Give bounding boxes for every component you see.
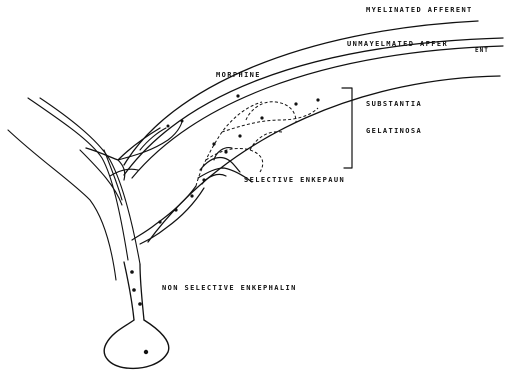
unmyelinated-afferent-label-suffix: ENT [475,47,489,54]
morphine-label: MORPHINE [216,71,261,79]
non-selective-enkephalin-label: NON SELECTIVE ENKEPHALIN [162,284,297,292]
unmyelinated-afferent-label: UNMAYELMATED AFFER [347,40,448,48]
dorsal-horn-arc [148,76,500,242]
myelinated-afferent-label: MYELINATED AFFERENT [366,6,473,14]
selective-enkephalin-fiber [132,186,204,244]
substantia-label: SUBSTANTIA [366,100,422,108]
cell-body [104,262,169,368]
gelatinosa-label: GELATINOSA [366,127,422,135]
fiber-trunks [8,98,140,280]
selective-enkephalin-label: SELECTIVE ENKEPAUN [244,176,345,184]
